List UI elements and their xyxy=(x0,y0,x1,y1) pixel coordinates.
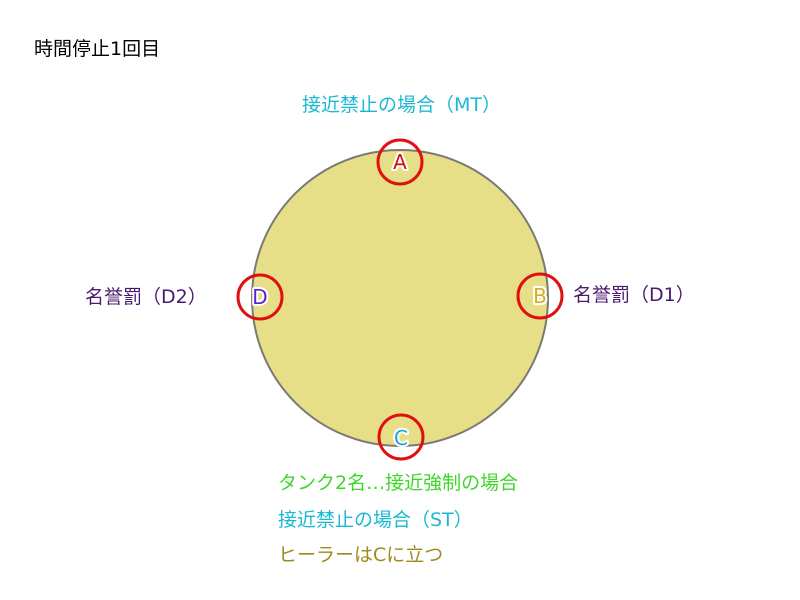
arena-circle xyxy=(251,149,549,447)
marker-b-letter: B xyxy=(533,284,547,308)
marker-d: D xyxy=(236,273,284,321)
marker-b: B xyxy=(516,272,564,320)
marker-c-letter: C xyxy=(394,426,408,450)
marker-a: A xyxy=(376,138,424,186)
note-st-no-approach: 接近禁止の場合（ST） xyxy=(278,509,473,531)
marker-b-ring xyxy=(516,272,564,320)
marker-c: C xyxy=(377,413,425,461)
diagram-title: 時間停止1回目 xyxy=(34,38,161,60)
marker-d-ring xyxy=(236,273,284,321)
label-d2-position: 名誉罰（D2） xyxy=(85,286,207,308)
label-mt-position: 接近禁止の場合（MT） xyxy=(302,94,501,116)
note-tank-forced-approach: タンク2名…接近強制の場合 xyxy=(278,472,519,494)
marker-c-ring xyxy=(377,413,425,461)
marker-a-ring xyxy=(376,138,424,186)
label-d1-position: 名誉罰（D1） xyxy=(573,284,695,306)
note-healer-position: ヒーラーはCに立つ xyxy=(278,544,444,566)
marker-d-letter: D xyxy=(252,285,267,309)
marker-a-letter: A xyxy=(393,150,407,174)
